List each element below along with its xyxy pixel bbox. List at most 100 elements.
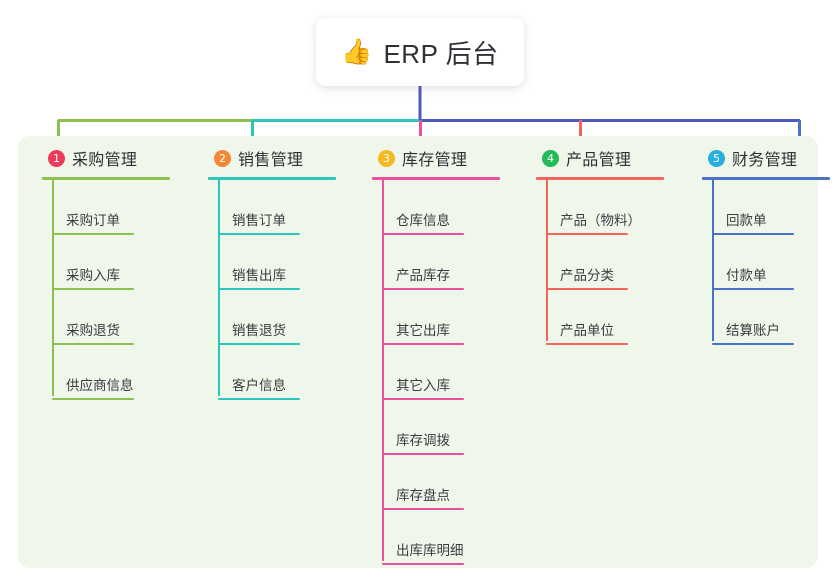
list-item[interactable]: 库存盘点 xyxy=(360,459,518,514)
list-item-label: 销售出库 xyxy=(232,268,286,283)
column-items-3: 仓库信息产品库存其它出库其它入库库存调拨库存盘点出库库明细 xyxy=(360,180,518,569)
list-item-label: 付款单 xyxy=(726,268,767,283)
list-item-label: 采购退货 xyxy=(66,323,120,338)
column-header-5[interactable]: 5 财务管理 xyxy=(690,146,839,170)
list-item[interactable]: 供应商信息 xyxy=(30,349,188,404)
list-item-underline xyxy=(382,233,464,235)
list-item-label: 销售订单 xyxy=(232,213,286,228)
list-item[interactable]: 回款单 xyxy=(690,184,839,239)
column-title-2: 销售管理 xyxy=(238,152,304,169)
column-header-4[interactable]: 4 产品管理 xyxy=(524,146,682,170)
list-item-underline xyxy=(52,288,134,290)
list-item-underline xyxy=(546,288,628,290)
list-item-label: 采购订单 xyxy=(66,213,120,228)
list-item-underline xyxy=(52,398,134,400)
list-item[interactable]: 库存调拨 xyxy=(360,404,518,459)
list-item[interactable]: 销售退货 xyxy=(196,294,354,349)
module-column-2: 2 销售管理销售订单销售出库销售退货客户信息 xyxy=(196,146,354,404)
list-item-underline xyxy=(382,288,464,290)
list-item-label: 出库库明细 xyxy=(396,543,464,558)
column-badge-4: 4 xyxy=(542,149,559,167)
list-item[interactable]: 产品（物料） xyxy=(524,184,682,239)
module-column-5: 5 财务管理回款单付款单结算账户 xyxy=(690,146,839,349)
list-item[interactable]: 仓库信息 xyxy=(360,184,518,239)
list-item-underline xyxy=(382,453,464,455)
list-item[interactable]: 产品分类 xyxy=(524,239,682,294)
list-item-label: 其它出库 xyxy=(396,323,450,338)
list-item-underline xyxy=(218,343,300,345)
column-title-4: 产品管理 xyxy=(566,152,632,169)
list-item-underline xyxy=(218,233,300,235)
list-item[interactable]: 客户信息 xyxy=(196,349,354,404)
column-spine-4 xyxy=(546,180,548,341)
list-item-label: 产品单位 xyxy=(560,323,614,338)
list-item[interactable]: 销售出库 xyxy=(196,239,354,294)
list-item[interactable]: 采购退货 xyxy=(30,294,188,349)
column-underline-1 xyxy=(42,177,170,180)
list-item[interactable]: 付款单 xyxy=(690,239,839,294)
column-underline-4 xyxy=(536,177,664,180)
column-underline-5 xyxy=(702,177,830,180)
modules-panel xyxy=(18,136,818,568)
list-item-label: 产品库存 xyxy=(396,268,450,283)
column-badge-5: 5 xyxy=(708,149,725,167)
list-item[interactable]: 结算账户 xyxy=(690,294,839,349)
column-badge-2: 2 xyxy=(214,149,231,167)
list-item-underline xyxy=(218,288,300,290)
list-item[interactable]: 采购订单 xyxy=(30,184,188,239)
list-item-underline xyxy=(52,343,134,345)
list-item[interactable]: 其它出库 xyxy=(360,294,518,349)
list-item[interactable]: 销售订单 xyxy=(196,184,354,239)
column-items-5: 回款单付款单结算账户 xyxy=(690,180,839,349)
list-item-underline xyxy=(382,563,464,565)
list-item-label: 其它入库 xyxy=(396,378,450,393)
list-item-underline xyxy=(712,343,794,345)
column-underline-3 xyxy=(372,177,500,180)
list-item-underline xyxy=(382,508,464,510)
list-item[interactable]: 产品单位 xyxy=(524,294,682,349)
column-spine-5 xyxy=(712,180,714,341)
list-item-label: 客户信息 xyxy=(232,378,286,393)
list-item[interactable]: 采购入库 xyxy=(30,239,188,294)
column-badge-3: 3 xyxy=(378,149,395,167)
list-item-label: 产品分类 xyxy=(560,268,614,283)
column-title-3: 库存管理 xyxy=(402,152,468,169)
list-item-label: 产品（物料） xyxy=(560,213,641,228)
column-title-5: 财务管理 xyxy=(732,152,798,169)
column-spine-3 xyxy=(382,180,384,561)
module-column-3: 3 库存管理仓库信息产品库存其它出库其它入库库存调拨库存盘点出库库明细 xyxy=(360,146,518,569)
column-underline-2 xyxy=(208,177,336,180)
list-item-label: 库存盘点 xyxy=(396,488,450,503)
column-header-1[interactable]: 1 采购管理 xyxy=(30,146,188,170)
thumbs-up-icon: 👍 xyxy=(341,37,373,66)
list-item-underline xyxy=(52,233,134,235)
column-items-1: 采购订单采购入库采购退货供应商信息 xyxy=(30,180,188,404)
module-column-4: 4 产品管理产品（物料） 产品分类产品单位 xyxy=(524,146,682,349)
list-item-label: 库存调拨 xyxy=(396,433,450,448)
list-item-label: 销售退货 xyxy=(232,323,286,338)
column-items-2: 销售订单销售出库销售退货客户信息 xyxy=(196,180,354,404)
column-header-2[interactable]: 2 销售管理 xyxy=(196,146,354,170)
list-item-underline xyxy=(712,288,794,290)
list-item-label: 仓库信息 xyxy=(396,213,450,228)
list-item-underline xyxy=(712,233,794,235)
column-header-3[interactable]: 3 库存管理 xyxy=(360,146,518,170)
list-item-underline xyxy=(218,398,300,400)
list-item[interactable]: 产品库存 xyxy=(360,239,518,294)
root-node-title: ERP 后台 xyxy=(383,38,499,69)
column-title-1: 采购管理 xyxy=(72,152,138,169)
list-item[interactable]: 其它入库 xyxy=(360,349,518,404)
list-item-underline xyxy=(546,233,628,235)
column-badge-1: 1 xyxy=(48,149,65,167)
list-item[interactable]: 出库库明细 xyxy=(360,514,518,569)
list-item-label: 采购入库 xyxy=(66,268,120,283)
list-item-label: 回款单 xyxy=(726,213,767,228)
list-item-underline xyxy=(546,343,628,345)
list-item-underline xyxy=(382,398,464,400)
module-column-1: 1 采购管理采购订单采购入库采购退货供应商信息 xyxy=(30,146,188,404)
list-item-underline xyxy=(382,343,464,345)
list-item-label: 供应商信息 xyxy=(66,378,134,393)
root-node[interactable]: 👍 ERP 后台 xyxy=(316,18,524,86)
column-items-4: 产品（物料） 产品分类产品单位 xyxy=(524,180,682,349)
